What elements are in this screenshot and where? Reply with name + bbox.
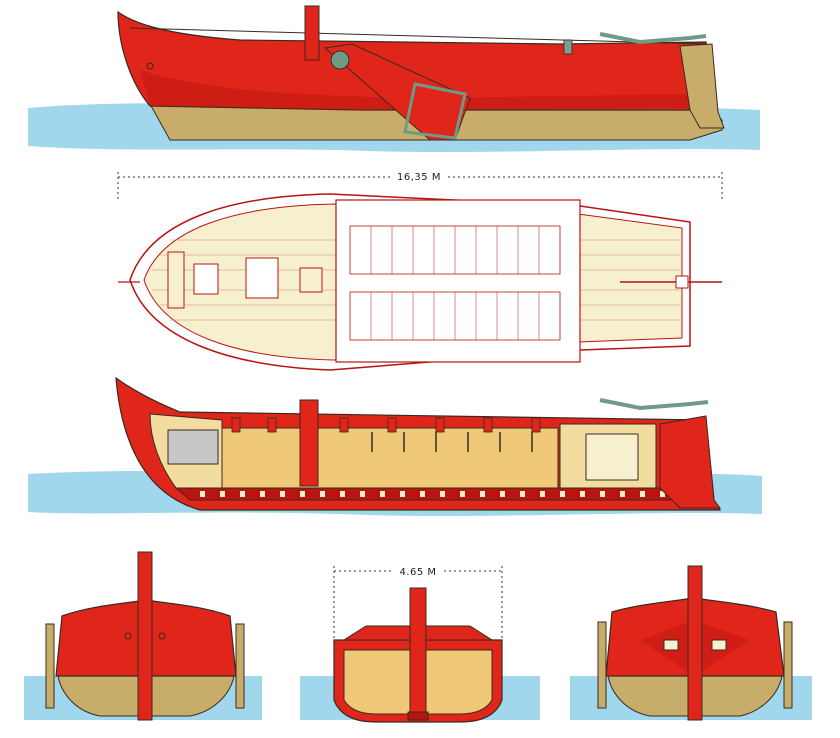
bow-hawse-right <box>158 632 166 640</box>
stern-post <box>679 43 725 129</box>
longitudinal-section-view <box>28 376 762 516</box>
midship-section-view: 4.65 M <box>300 564 540 723</box>
side-elevation-view <box>28 5 760 152</box>
deck-plan-view: 16,35 M <box>117 168 723 371</box>
hull-topside <box>117 10 717 111</box>
bow-hawse-left <box>124 632 132 640</box>
tiller <box>599 32 707 45</box>
deck-beams <box>231 417 541 433</box>
floor-timbers <box>200 491 665 497</box>
stern-leeboard-right <box>783 621 793 709</box>
bow-stem <box>137 551 153 721</box>
leeboard-pivot <box>330 50 350 70</box>
section-stern <box>659 415 721 509</box>
rudder-head-plan <box>675 275 689 289</box>
leeboard-frame <box>403 82 467 140</box>
cargo-hold <box>221 427 559 489</box>
stern-window-left <box>663 639 679 651</box>
stern-leeboard-left <box>597 621 607 709</box>
section-tiller <box>599 398 709 411</box>
fore-cabin-bunk <box>167 429 219 465</box>
aft-cabin-cupboard <box>585 433 639 481</box>
length-dimension-label: 16,35 M <box>397 172 441 183</box>
fore-skylight <box>193 263 219 295</box>
length-label-bg <box>390 168 448 182</box>
hull-shadow <box>140 70 712 110</box>
midship-mast <box>409 587 427 715</box>
fore-hatch <box>245 257 279 299</box>
bow-leeboard-right <box>235 623 245 709</box>
stern-window-right <box>711 639 727 651</box>
hold-stanchions <box>371 432 533 452</box>
bow-view <box>24 551 262 721</box>
stern-view <box>570 565 812 721</box>
bow-leeboard-left <box>45 623 55 709</box>
leeboard <box>323 43 471 141</box>
windlass <box>167 251 185 309</box>
deck-fitting <box>563 39 573 55</box>
hatch-board-seams <box>370 226 540 340</box>
stern-rudder <box>687 565 703 721</box>
beam-dimension-label: 4.65 M <box>399 567 436 578</box>
hawse-hole <box>146 62 154 70</box>
mast-step <box>299 267 323 293</box>
gunwale-line <box>129 27 707 45</box>
section-mast-stump <box>299 399 319 487</box>
mast-stump <box>304 5 320 61</box>
beam-label-bg <box>392 564 444 578</box>
midship-keel <box>407 711 429 721</box>
